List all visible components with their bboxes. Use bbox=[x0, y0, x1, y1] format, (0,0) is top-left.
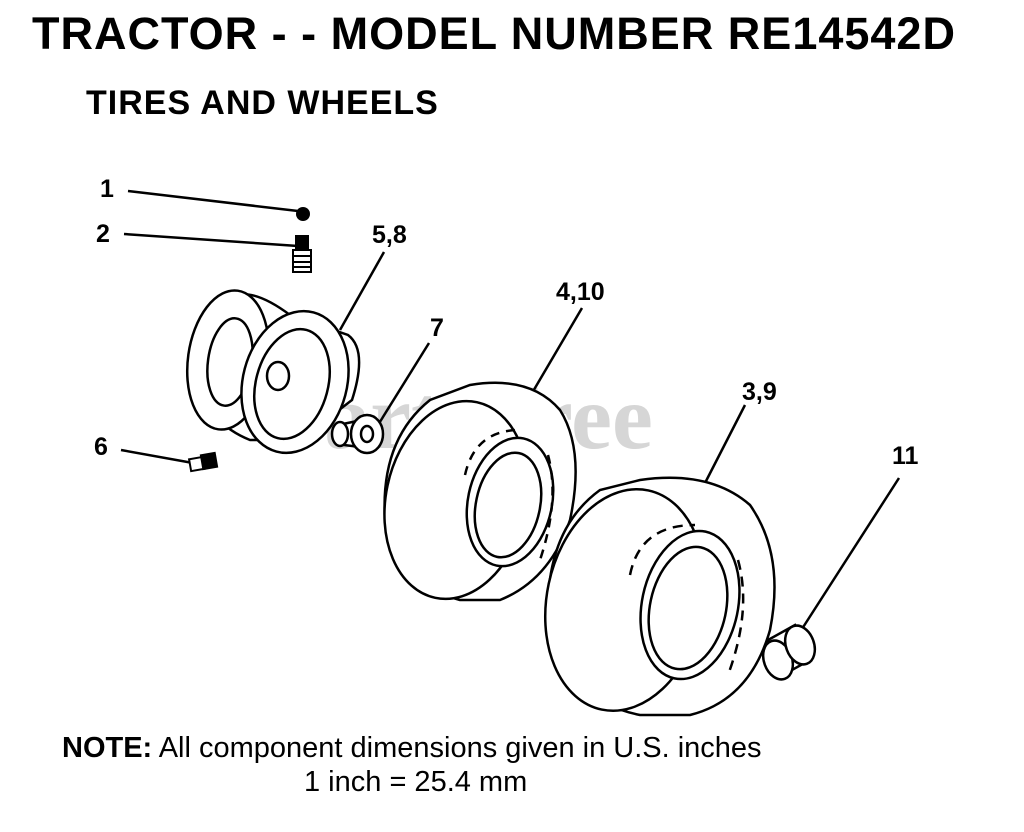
valve-cap-part bbox=[296, 207, 310, 221]
callout-label: 2 bbox=[96, 220, 110, 248]
conversion-note: 1 inch = 25.4 mm bbox=[304, 766, 528, 798]
callout-label: 11 bbox=[892, 442, 919, 470]
callout-label: 3,9 bbox=[742, 378, 777, 406]
callout-label: 6 bbox=[94, 433, 108, 461]
callout-label: 5,8 bbox=[372, 221, 407, 249]
note-label: NOTE: bbox=[62, 732, 153, 764]
front-tire-part bbox=[383, 381, 577, 602]
dimension-note: NOTE: All component dimensions given in … bbox=[62, 732, 762, 765]
bolt-part bbox=[187, 451, 219, 473]
valve-stem-part bbox=[292, 235, 312, 273]
callout-label: 1 bbox=[100, 175, 114, 203]
note-text: All component dimensions given in U.S. i… bbox=[158, 732, 762, 764]
leader-lines bbox=[120, 189, 901, 633]
rear-tire-part bbox=[543, 476, 776, 717]
callout-label: 7 bbox=[430, 314, 444, 342]
wheel-rim-part bbox=[185, 289, 361, 455]
callout-label: 4,10 bbox=[556, 278, 605, 306]
diagram-subtitle: TIRES AND WHEELS bbox=[86, 84, 439, 122]
bushing-part bbox=[330, 413, 385, 455]
hub-cap-part bbox=[761, 623, 817, 681]
diagram-title: TRACTOR - - MODEL NUMBER RE14542D bbox=[32, 8, 956, 59]
